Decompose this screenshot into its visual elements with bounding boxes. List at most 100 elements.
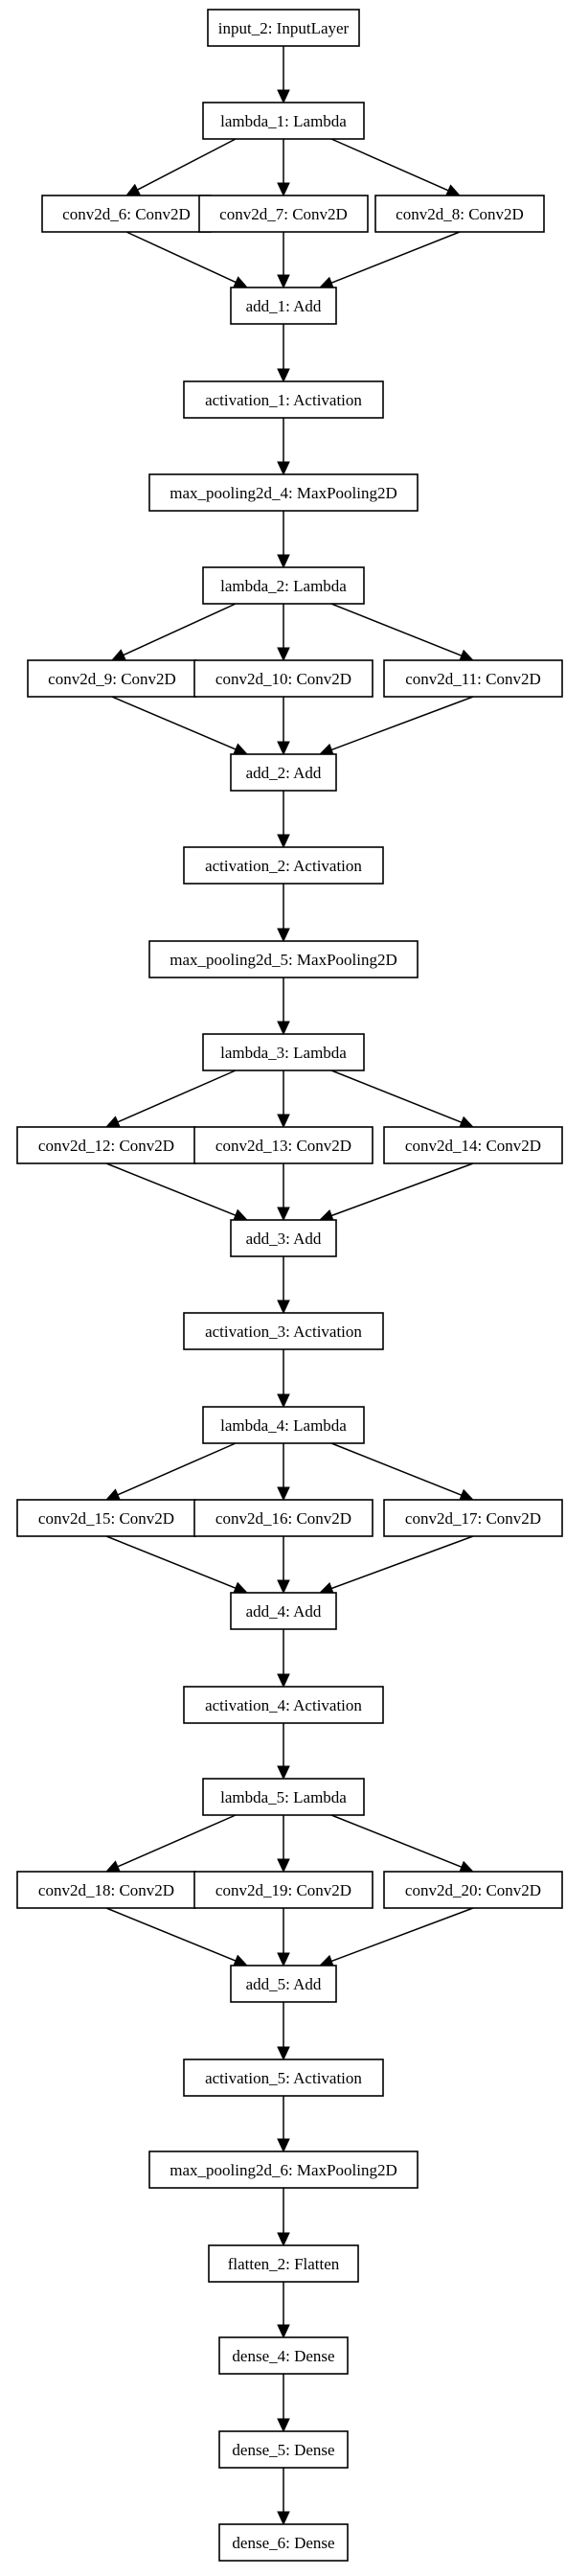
- node-max-pooling2d-4: max_pooling2d_4: MaxPooling2D: [148, 473, 419, 512]
- edge-activation_4-to-lambda_5: [277, 1723, 290, 1781]
- edge-lambda_5-to-conv2d_19: [277, 1815, 290, 1874]
- node-box: [230, 753, 337, 792]
- arrowhead-icon: [277, 2232, 290, 2247]
- node-box: [16, 1126, 196, 1164]
- arrowhead-icon: [232, 743, 249, 755]
- node-box: [183, 2058, 384, 2097]
- node-box: [183, 1686, 384, 1724]
- edge-dense_4-to-dense_5: [277, 2374, 290, 2433]
- edge-lambda_4-to-conv2d_17: [330, 1442, 475, 1502]
- edge-lambda_3-to-conv2d_14: [330, 1070, 475, 1129]
- node-box: [202, 102, 365, 140]
- arrowhead-icon: [277, 461, 290, 476]
- arrowhead-icon: [125, 183, 142, 196]
- node-label: max_pooling2d_4: MaxPooling2D: [170, 484, 397, 502]
- arrowhead-icon: [277, 928, 290, 943]
- edge-line: [137, 138, 237, 191]
- edge-line: [330, 1070, 463, 1123]
- edge-line: [105, 1907, 237, 1962]
- node-label: conv2d_12: Conv2D: [38, 1137, 174, 1155]
- node-activation-4: activation_4: Activation: [183, 1686, 384, 1724]
- edge-line: [117, 1442, 237, 1496]
- node-conv2d-7: conv2d_7: Conv2D: [198, 195, 369, 233]
- node-label: conv2d_9: Conv2D: [48, 670, 176, 688]
- node-lambda-1: lambda_1: Lambda: [202, 102, 365, 140]
- node-add-1: add_1: Add: [230, 287, 337, 325]
- edge-lambda_1-to-conv2d_8: [330, 138, 462, 196]
- node-box: [183, 380, 384, 419]
- arrowhead-icon: [458, 1116, 475, 1129]
- edge-line: [330, 696, 474, 751]
- node-box: [193, 1871, 374, 1909]
- edge-lambda_2-to-conv2d_9: [110, 603, 237, 661]
- edge-dense_5-to-dense_6: [277, 2468, 290, 2526]
- node-label: lambda_2: Lambda: [220, 577, 347, 595]
- node-box: [383, 1499, 563, 1537]
- edge-line: [330, 1535, 474, 1590]
- node-box: [218, 2523, 349, 2562]
- node-activation-5: activation_5: Activation: [183, 2058, 384, 2097]
- edge-line: [125, 231, 237, 284]
- node-label: conv2d_13: Conv2D: [215, 1137, 351, 1155]
- node-label: add_4: Add: [246, 1602, 322, 1621]
- edge-lambda_2-to-conv2d_10: [277, 604, 290, 662]
- edge-line: [330, 138, 449, 192]
- node-label: conv2d_19: Conv2D: [215, 1881, 351, 1899]
- edge-conv2d_12-to-add_3: [105, 1162, 249, 1222]
- node-box: [202, 566, 365, 605]
- node-box: [208, 2244, 359, 2283]
- node-input-2: input_2: InputLayer: [207, 9, 360, 47]
- edge-conv2d_20-to-add_5: [318, 1907, 474, 1967]
- node-conv2d-17: conv2d_17: Conv2D: [383, 1499, 563, 1537]
- node-label: conv2d_20: Conv2D: [405, 1881, 541, 1899]
- edges-layer: [104, 46, 475, 2526]
- node-box: [202, 1406, 365, 1444]
- edge-line: [330, 1162, 474, 1217]
- edge-add_1-to-activation_1: [277, 324, 290, 383]
- node-label: conv2d_15: Conv2D: [38, 1509, 174, 1528]
- edge-lambda_4-to-conv2d_16: [277, 1443, 290, 1502]
- node-lambda-2: lambda_2: Lambda: [202, 566, 365, 605]
- node-box: [374, 195, 545, 233]
- node-box: [218, 2430, 349, 2469]
- arrowhead-icon: [277, 1021, 290, 1036]
- node-add-2: add_2: Add: [230, 753, 337, 792]
- node-box: [383, 1871, 563, 1909]
- node-label: activation_2: Activation: [205, 857, 362, 875]
- node-add-4: add_4: Add: [230, 1592, 337, 1630]
- edge-line: [330, 231, 461, 284]
- node-label: lambda_3: Lambda: [220, 1044, 347, 1062]
- edge-line: [111, 696, 237, 750]
- node-box: [230, 1592, 337, 1630]
- arrowhead-icon: [277, 1114, 290, 1129]
- edge-line: [330, 603, 463, 656]
- edge-lambda_3-to-conv2d_13: [277, 1070, 290, 1129]
- arrowhead-icon: [277, 1300, 290, 1315]
- node-label: max_pooling2d_5: MaxPooling2D: [170, 951, 397, 969]
- edge-activation_2-to-max_pooling2d_5: [277, 884, 290, 943]
- node-lambda-5: lambda_5: Lambda: [202, 1778, 365, 1816]
- node-conv2d-16: conv2d_16: Conv2D: [193, 1499, 374, 1537]
- edge-conv2d_19-to-add_5: [277, 1908, 290, 1967]
- node-dense-5: dense_5: Dense: [218, 2430, 349, 2469]
- arrowhead-icon: [277, 368, 290, 383]
- edge-conv2d_18-to-add_5: [105, 1907, 249, 1967]
- edge-conv2d_10-to-add_2: [277, 697, 290, 756]
- edge-max_pooling2d_5-to-lambda_3: [277, 978, 290, 1036]
- node-label: activation_1: Activation: [205, 391, 362, 409]
- edge-lambda_5-to-conv2d_18: [104, 1814, 237, 1873]
- edge-line: [117, 1070, 237, 1123]
- node-dense-4: dense_4: Dense: [218, 2336, 349, 2375]
- arrowhead-icon: [277, 1858, 290, 1874]
- node-box: [218, 2336, 349, 2375]
- edge-max_pooling2d_4-to-lambda_2: [277, 511, 290, 569]
- edge-input_2-to-lambda_1: [277, 46, 290, 104]
- edge-conv2d_7-to-add_1: [277, 232, 290, 289]
- arrowhead-icon: [277, 2046, 290, 2061]
- node-label: activation_5: Activation: [205, 2069, 362, 2087]
- node-label: max_pooling2d_6: MaxPooling2D: [170, 2161, 397, 2179]
- edge-conv2d_17-to-add_4: [318, 1535, 474, 1595]
- edge-lambda_5-to-conv2d_20: [330, 1814, 475, 1874]
- arrowhead-icon: [444, 184, 462, 196]
- node-box: [230, 287, 337, 325]
